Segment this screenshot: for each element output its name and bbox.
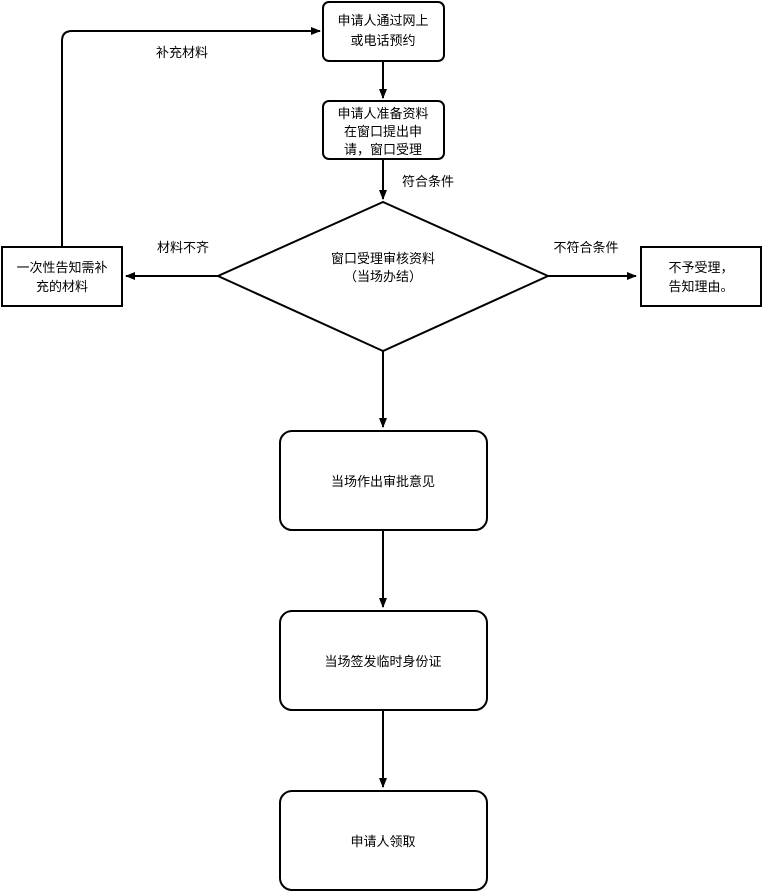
edge-supplement-to-apply (61, 27, 321, 246)
node-apply-online-line-1: 申请人通过网上 (337, 14, 428, 29)
node-supplement-line-1: 一次性告知需补 (16, 260, 107, 276)
node-prepare-line-1: 申请人准备资料 (337, 106, 428, 122)
node-reject-line-1: 不予受理， (668, 261, 733, 276)
edge-label-supplement: 补充材料 (156, 45, 208, 61)
edge-label-incomplete: 材料不齐 (157, 240, 209, 256)
node-approval: 当场作出审批意见 (279, 430, 488, 531)
node-approval-label: 当场作出审批意见 (331, 474, 435, 490)
node-reject: 不予受理， 告知理由。 (640, 246, 762, 307)
node-review-line-2: （当场办结） (344, 270, 422, 285)
node-collect: 申请人领取 (279, 790, 488, 891)
node-collect-label: 申请人领取 (350, 835, 415, 850)
node-review-decision: 窗口受理审核资料 （当场办结） (215, 200, 551, 353)
node-notify-supplement: 一次性告知需补 充的材料 (1, 246, 123, 307)
node-apply-online-line-2: 或电话预约 (350, 34, 415, 49)
node-prepare-line-3: 请，窗口受理 (344, 142, 422, 158)
edge-label-not-meets: 不符合条件 (553, 240, 618, 256)
node-review-line-1: 窗口受理审核资料 (331, 251, 435, 267)
node-reject-line-2: 告知理由。 (668, 279, 733, 295)
node-supplement-line-2: 充的材料 (36, 279, 88, 295)
node-prepare-line-2: 在窗口提出申 (344, 124, 422, 140)
node-issue-id-label: 当场签发临时身份证 (324, 654, 441, 670)
edge-label-meets: 符合条件 (402, 174, 454, 190)
node-issue-id: 当场签发临时身份证 (279, 610, 488, 711)
node-prepare-materials: 申请人准备资料 在窗口提出申 请，窗口受理 (322, 100, 445, 160)
node-apply-online: 申请人通过网上 或电话预约 (322, 1, 445, 62)
